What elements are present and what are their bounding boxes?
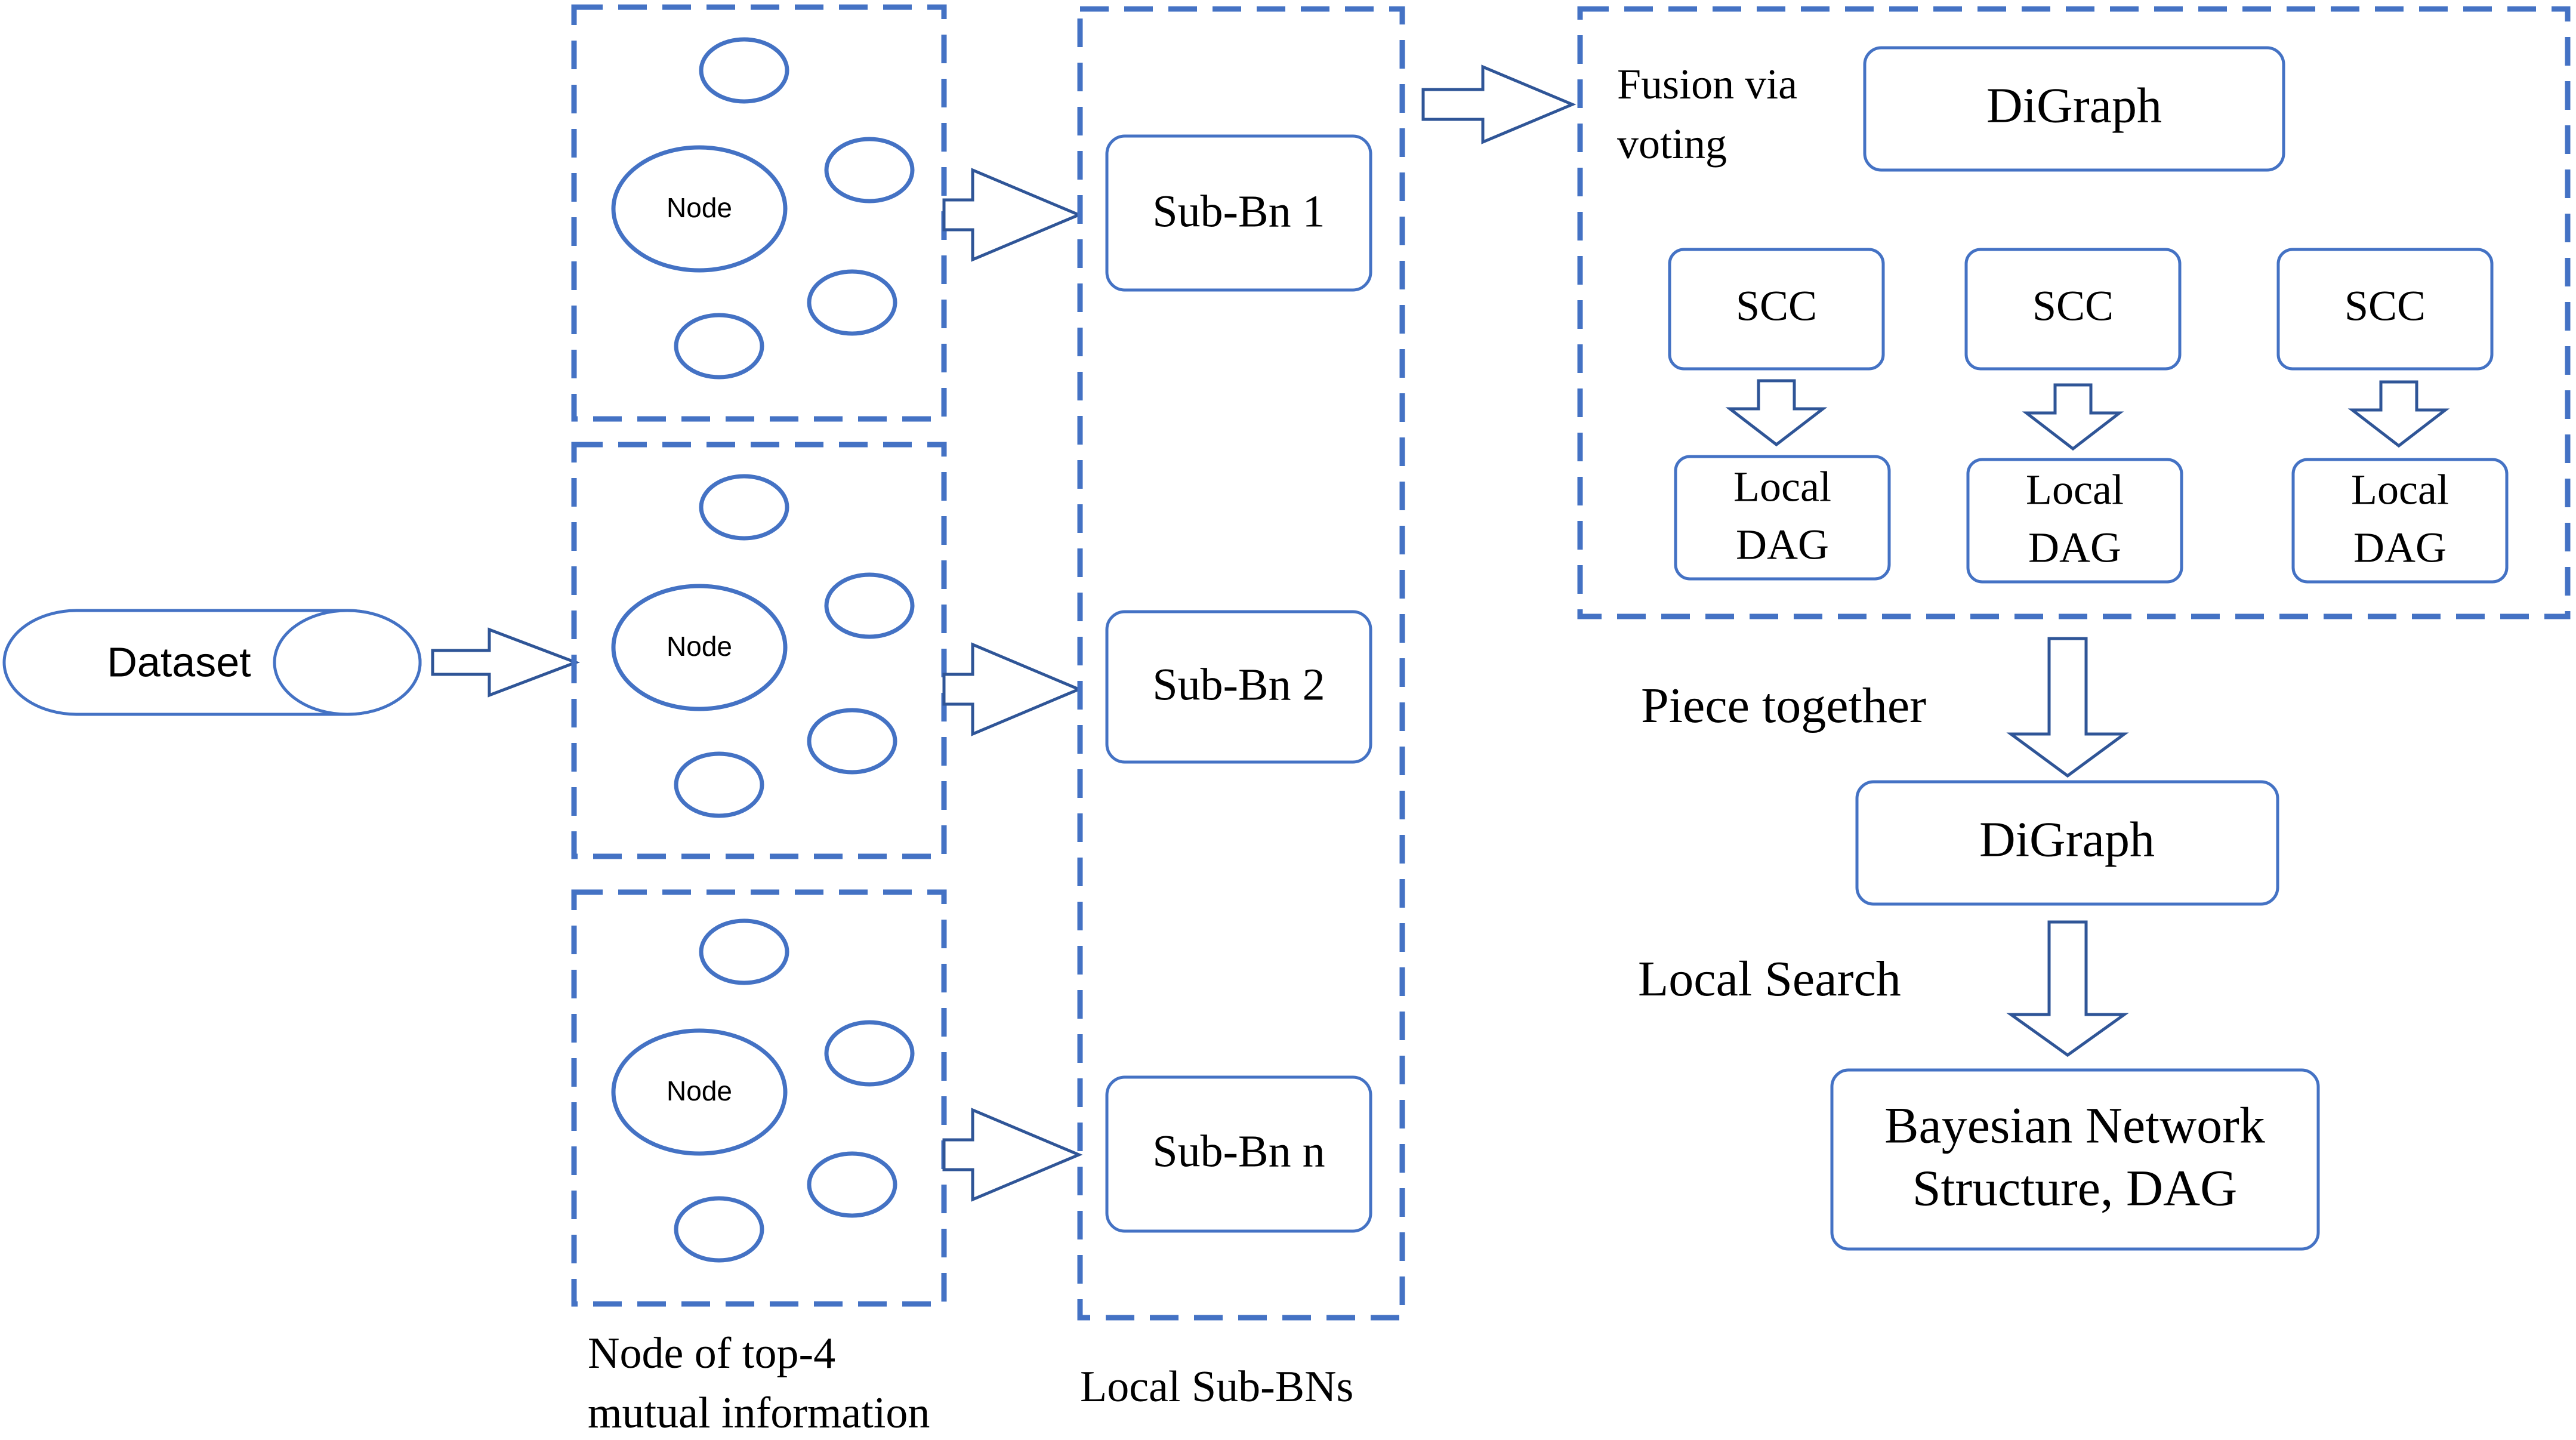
fusion-label-line2: voting (1617, 120, 1727, 168)
node-label: Node (667, 631, 732, 662)
result-line1: Bayesian Network (1884, 1097, 2265, 1154)
node-label: Node (667, 192, 732, 223)
fusion-label-line1: Fusion via (1617, 60, 1797, 108)
local-dag-2-line1: Local (2026, 466, 2124, 514)
arrow-down-icon (2022, 383, 2124, 451)
node-group-3: Node (571, 889, 947, 1307)
dataset-label: Dataset (107, 639, 251, 685)
arrow-icon (431, 627, 581, 698)
subbn-n-label: Sub-Bn n (1152, 1126, 1325, 1176)
arrow-down-icon (2006, 920, 2129, 1057)
scc-2-label: SCC (2032, 282, 2114, 330)
local-dag-2-line2: DAG (2028, 524, 2121, 572)
scc-3-label: SCC (2344, 282, 2426, 330)
result-box (1830, 1068, 2320, 1251)
node-label: Node (667, 1075, 732, 1106)
local-dag-1-line1: Local (1733, 463, 1831, 511)
local-dag-1-line2: DAG (1736, 521, 1829, 569)
arrow-down-icon (2347, 380, 2450, 448)
subbn-2-label: Sub-Bn 2 (1152, 659, 1325, 710)
local-dag-3-line2: DAG (2353, 524, 2447, 572)
arrow-down-icon (2006, 637, 2129, 778)
subbn-1-label: Sub-Bn 1 (1152, 186, 1325, 236)
arrow-icon (942, 168, 1083, 262)
node-groups-caption-line2: mutual information (588, 1389, 930, 1438)
scc-1-label: SCC (1736, 282, 1817, 330)
fusion-group: Fusion via voting DiGraph SCC Local DAG … (1577, 6, 2571, 619)
local-search-label: Local Search (1638, 951, 1901, 1007)
dataset-node: Dataset (2, 609, 422, 716)
result-line2: Structure, DAG (1912, 1160, 2238, 1217)
arrow-icon (942, 642, 1083, 736)
fusion-digraph-label: DiGraph (1986, 78, 2162, 133)
digraph-box (1855, 780, 2279, 906)
piece-together-label: Piece together (1641, 678, 1926, 733)
node-group-1: Node (571, 4, 947, 422)
local-dag-3-line1: Local (2351, 466, 2449, 514)
node-group-2: Node (571, 442, 947, 859)
arrow-down-icon (1725, 379, 1828, 447)
local-subbns-group: Sub-Bn 1 Sub-Bn 2 Sub-Bn n (1077, 6, 1405, 1321)
node-groups-caption-line1: Node of top-4 (588, 1329, 835, 1378)
arrow-icon (942, 1108, 1083, 1202)
digraph-label: DiGraph (1979, 812, 2155, 867)
arrow-icon (1421, 64, 1577, 144)
local-subbns-caption: Local Sub-BNs (1080, 1362, 1353, 1411)
